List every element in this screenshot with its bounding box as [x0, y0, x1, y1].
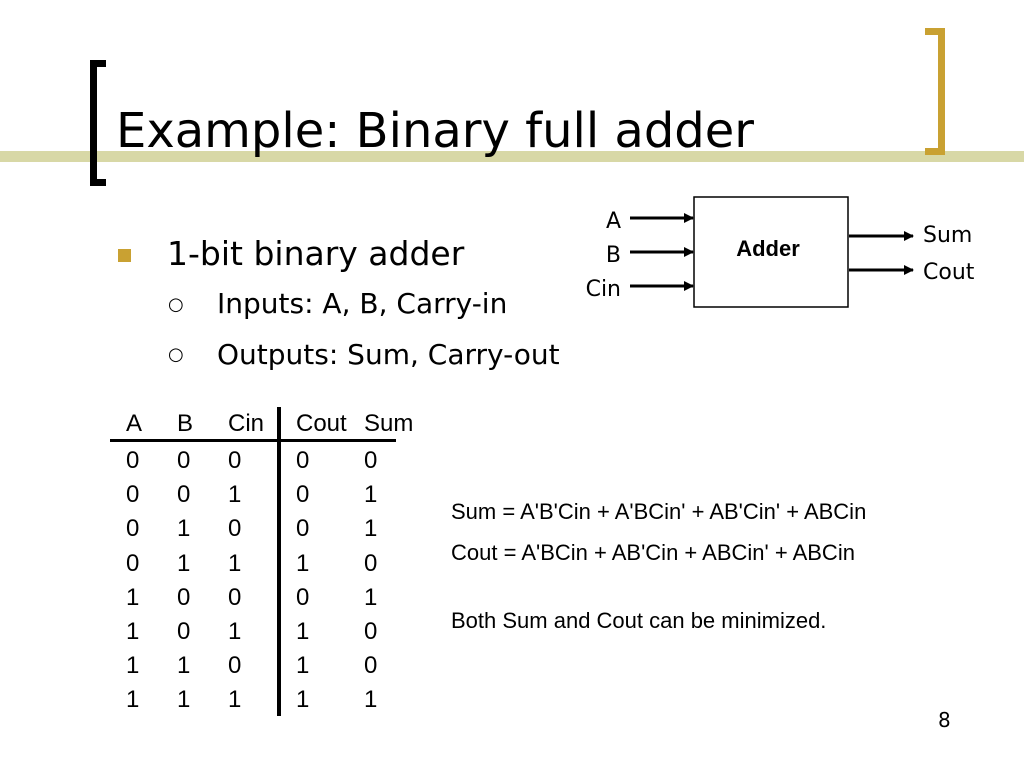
truth-table-header-rule — [110, 439, 396, 442]
truth-table-cell: 0 — [296, 515, 310, 543]
truth-table-header-col-a: A — [126, 410, 143, 437]
truth-table-cell: 0 — [126, 481, 140, 509]
title-accent-band — [0, 151, 1024, 162]
left-bracket-decoration — [90, 60, 106, 186]
truth-table-cell: 1 — [228, 481, 242, 509]
truth-table-cell: 0 — [364, 549, 378, 577]
truth-table-cell: 1 — [126, 686, 140, 714]
sum-equation: Sum = A'B'Cin + A'BCin' + AB'Cin' + ABCi… — [451, 499, 867, 524]
truth-table-cell: 1 — [126, 583, 140, 611]
minimization-note: Both Sum and Cout can be minimized. — [451, 608, 827, 633]
truth-table-cell: 1 — [296, 549, 310, 577]
truth-table-divider — [277, 407, 281, 716]
truth-table-cell: 1 — [364, 515, 378, 543]
truth-table-cell: 1 — [177, 515, 191, 543]
truth-table-cell: 0 — [177, 447, 191, 474]
adder-diagram-svg: Adder A B Cin Sum Cout — [586, 196, 975, 308]
input-label-a: A — [606, 209, 621, 234]
truth-table-cell: 0 — [296, 481, 310, 509]
truth-table-cell: 0 — [177, 618, 191, 645]
truth-table-cell: 1 — [228, 618, 242, 645]
truth-table-header-col-cout: Cout — [296, 410, 347, 437]
truth-table-header-col-cin: Cin — [228, 410, 265, 437]
truth-table-cell: 1 — [177, 549, 191, 577]
bullet-1-bit-adder: 1-bit binary adder — [167, 234, 465, 273]
right-bracket-decoration — [925, 28, 945, 155]
circle-bullet-icon: ○ — [168, 294, 184, 315]
truth-table-cell: 0 — [228, 447, 242, 474]
truth-table-header-col-b: B — [177, 410, 194, 437]
adder-block-label: Adder — [736, 236, 800, 261]
truth-table-cell: 0 — [177, 583, 191, 611]
output-label-cout: Cout — [923, 260, 975, 285]
truth-table-cell: 1 — [364, 686, 378, 714]
truth-table-cell: 1 — [296, 618, 310, 645]
input-label-b: B — [606, 243, 621, 268]
truth-table-cell: 1 — [177, 652, 191, 680]
truth-table-cell: 1 — [126, 618, 140, 645]
truth-table-cell: 0 — [228, 583, 242, 611]
adder-block-diagram: Adder A B Cin Sum Cout — [560, 190, 1000, 320]
truth-table-cell: 0 — [126, 515, 140, 543]
sub-bullet-outputs: Outputs: Sum, Carry-out — [217, 338, 560, 371]
square-bullet-icon — [118, 249, 131, 262]
truth-table-cell: 0 — [228, 515, 242, 543]
truth-table-cell: 1 — [228, 686, 242, 714]
truth-table-cell: 1 — [296, 686, 310, 714]
truth-table-cell: 0 — [126, 549, 140, 577]
input-label-cin: Cin — [586, 277, 621, 302]
truth-table-cell: 0 — [364, 618, 378, 645]
adder-block — [693, 196, 849, 308]
sub-bullet-inputs: Inputs: A, B, Carry-in — [217, 287, 508, 320]
slide-title: Example: Binary full adder — [116, 103, 755, 159]
truth-table-cell: 1 — [364, 481, 378, 509]
truth-table-cell: 1 — [177, 686, 191, 714]
truth-table-cell: 0 — [364, 447, 378, 474]
truth-table-cell: 0 — [126, 447, 140, 474]
truth-table-cell: 0 — [364, 652, 378, 680]
truth-table-cell: 1 — [228, 549, 242, 577]
circle-bullet-icon: ○ — [168, 344, 184, 365]
truth-table-cell: 1 — [296, 652, 310, 680]
truth-table-cell: 0 — [296, 447, 310, 474]
truth-table-cell: 0 — [177, 481, 191, 509]
truth-table-header-col-sum: Sum — [364, 410, 414, 437]
truth-table-cell: 0 — [228, 652, 242, 680]
truth-table-cell: 1 — [364, 583, 378, 611]
page-number: 8 — [938, 708, 951, 732]
output-label-sum: Sum — [923, 223, 972, 248]
truth-table-cell: 1 — [126, 652, 140, 680]
truth-table-cell: 0 — [296, 583, 310, 611]
cout-equation: Cout = A'BCin + AB'Cin + ABCin' + ABCin — [451, 540, 855, 565]
